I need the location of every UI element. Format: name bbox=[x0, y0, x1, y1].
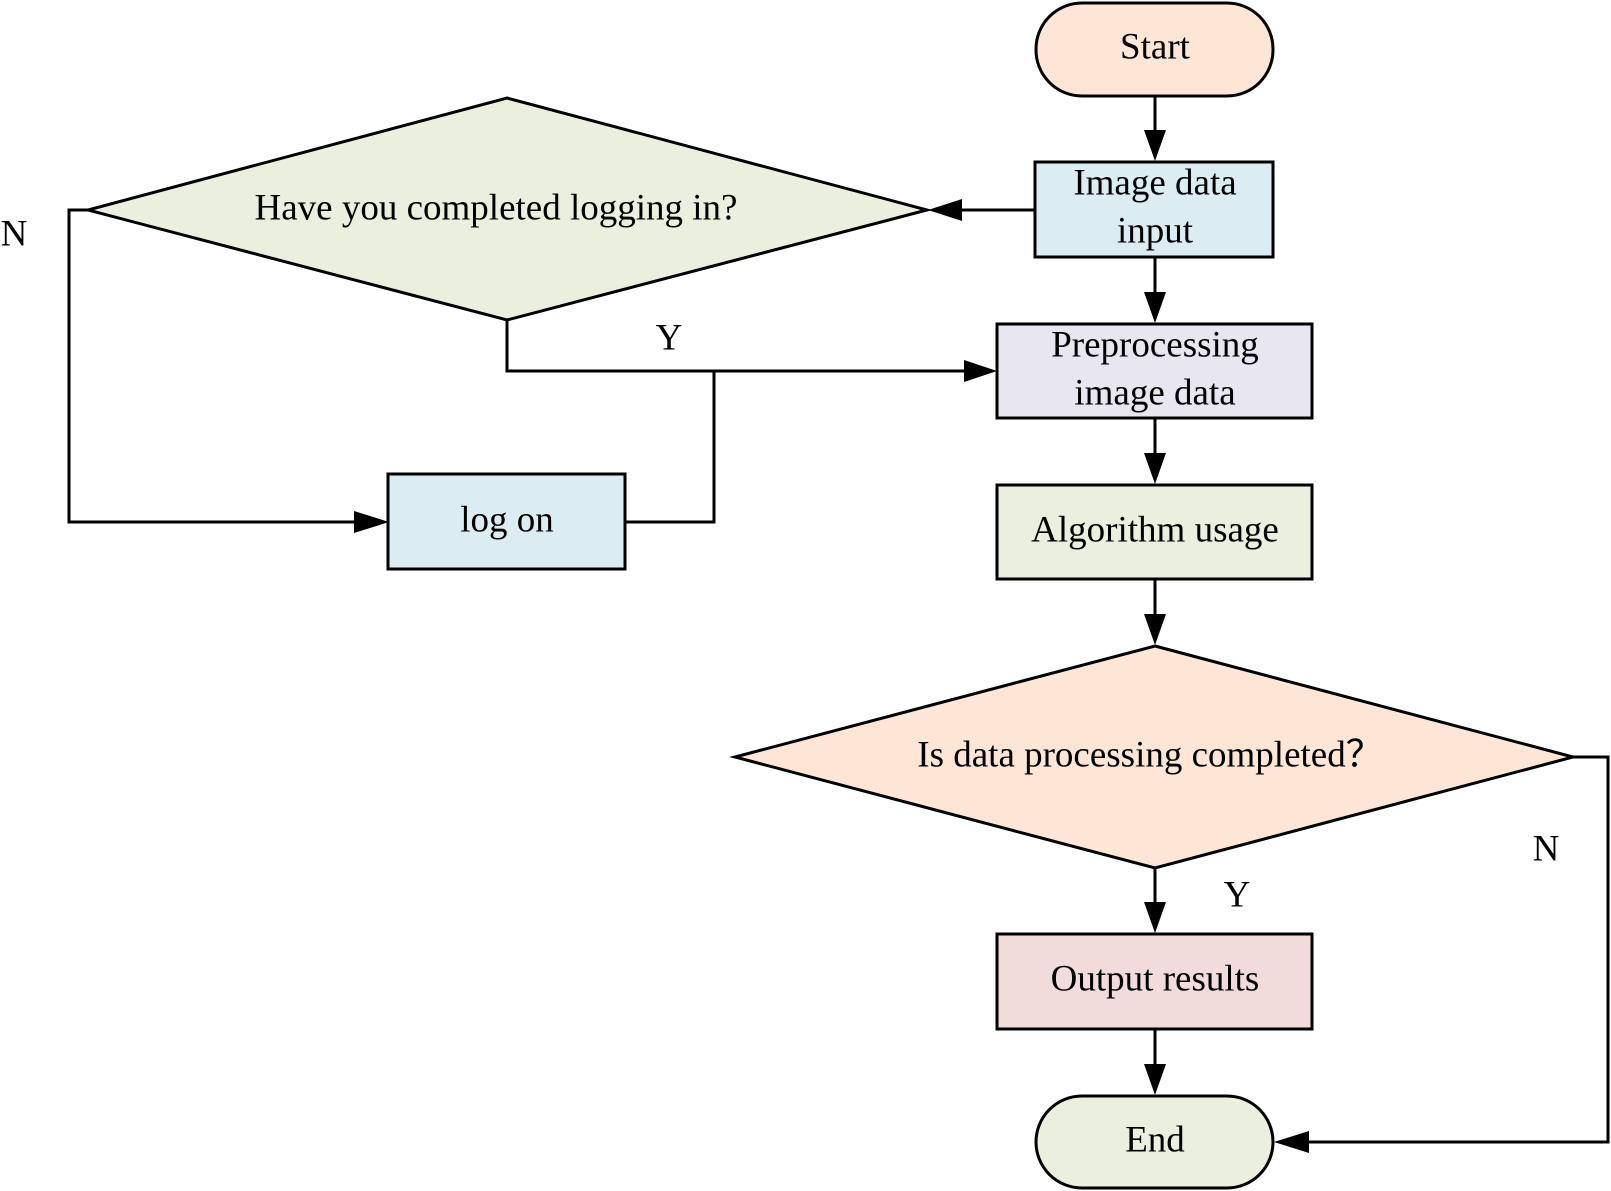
image-input-label-line1: Image data bbox=[1073, 162, 1236, 203]
processing-decision-node: Is data processing completed？ bbox=[729, 644, 1579, 870]
login-decision-label: Have you completed logging in? bbox=[255, 187, 738, 228]
arrowhead-decision-yes-to-output bbox=[1144, 902, 1166, 933]
arrow-decision-no-to-end bbox=[1305, 755, 1610, 1144]
start-terminator-shape bbox=[1034, 1, 1275, 98]
arrow-login-no-to-logon bbox=[67, 208, 358, 524]
algorithm-label: Algorithm usage bbox=[1031, 509, 1279, 550]
preprocess-node: Preprocessing image data bbox=[995, 322, 1314, 420]
output-label: Output results bbox=[1051, 958, 1260, 999]
start-label: Start bbox=[1120, 26, 1191, 67]
start-node: Start bbox=[1034, 1, 1275, 98]
image-input-box bbox=[1033, 160, 1275, 259]
arrowhead-start-to-input bbox=[1144, 130, 1166, 161]
preprocess-box bbox=[995, 322, 1314, 420]
logon-node: log on bbox=[386, 472, 627, 571]
image-input-label-line2: input bbox=[1117, 210, 1194, 251]
output-box bbox=[995, 932, 1314, 1031]
logon-box bbox=[386, 472, 627, 571]
preprocess-label-line1: Preprocessing bbox=[1051, 324, 1259, 365]
end-label: End bbox=[1125, 1119, 1185, 1160]
logon-label: log on bbox=[460, 499, 554, 540]
processing-no-label: N bbox=[1533, 828, 1560, 869]
end-node: End bbox=[1034, 1094, 1275, 1190]
image-input-node: Image data input bbox=[1033, 160, 1275, 259]
end-terminator-shape bbox=[1034, 1094, 1275, 1190]
login-no-label: N bbox=[1, 213, 28, 254]
arrow-login-yes-to-preprocess bbox=[505, 320, 968, 373]
arrowhead-login-no-to-logon bbox=[354, 511, 389, 533]
login-decision-node: Have you completed logging in? bbox=[82, 96, 933, 322]
algorithm-node: Algorithm usage bbox=[995, 483, 1314, 581]
processing-decision-label: Is data processing completed？ bbox=[917, 734, 1382, 775]
login-decision-diamond bbox=[82, 96, 933, 322]
arrow-logon-to-preprocess bbox=[625, 371, 716, 524]
processing-decision-diamond bbox=[729, 644, 1579, 870]
arrowhead-input-to-preprocess bbox=[1144, 292, 1166, 323]
output-node: Output results bbox=[995, 932, 1314, 1031]
arrowhead-login-yes-to-preprocess bbox=[964, 360, 997, 382]
algorithm-box bbox=[995, 483, 1314, 581]
processing-yes-label: Y bbox=[1224, 874, 1251, 915]
arrowhead-decision-no-to-end bbox=[1274, 1131, 1309, 1153]
arrowhead-output-to-end bbox=[1144, 1064, 1166, 1095]
arrowhead-input-to-login-decision bbox=[928, 199, 962, 221]
arrowhead-preprocess-to-algorithm bbox=[1144, 453, 1166, 484]
arrowhead-algorithm-to-decision bbox=[1144, 614, 1166, 645]
login-yes-label: Y bbox=[656, 317, 683, 358]
preprocess-label-line2: image data bbox=[1074, 372, 1235, 413]
